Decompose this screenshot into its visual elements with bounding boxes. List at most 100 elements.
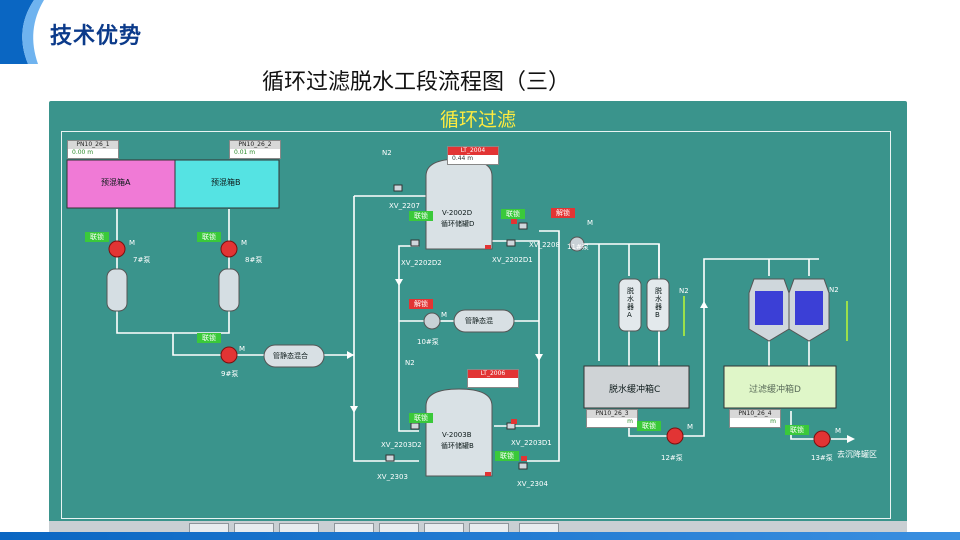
- pipe-header-left: [353, 196, 419, 462]
- valve-xv2202d1-label: XV_2202D1: [492, 256, 533, 264]
- vessel-v2002-level: [485, 245, 491, 249]
- mixer-1-label: 管静态混合: [273, 352, 308, 360]
- scada-screen: 循环过滤: [49, 101, 907, 529]
- valve-xv2203d1-label: XV_2203D1: [511, 439, 552, 447]
- v2002-name: 循环储罐D: [441, 220, 475, 228]
- interlock-tag-13[interactable]: 联锁: [785, 425, 809, 435]
- valve-xv2202d1: [506, 239, 516, 247]
- interlock-tag-8[interactable]: 联锁: [197, 232, 221, 242]
- meter-b: PN10_26_2 0.01 m: [229, 140, 281, 159]
- valve-xv2202d2-label: XV_2202D2: [401, 259, 442, 267]
- pipe-pump11-out: [569, 243, 660, 361]
- n2-label-1: N2: [382, 149, 392, 157]
- motor-13-label: M: [835, 427, 842, 435]
- candle-filter-2: [788, 278, 830, 342]
- motor-11-label: M: [587, 219, 594, 227]
- n2-label-4: N2: [829, 286, 839, 294]
- motor-10-label: M: [441, 311, 448, 319]
- fault-tag-10[interactable]: 解锁: [409, 299, 433, 309]
- pipe-v2002-v2003: [398, 245, 419, 432]
- valve-xv2208: [518, 222, 528, 230]
- interlock-tag-7[interactable]: 联锁: [85, 232, 109, 242]
- tank-b-label: 预混箱B: [211, 178, 241, 187]
- outlet-label: 去沉降罐区: [837, 450, 877, 459]
- interlock-tag-v2003[interactable]: 联锁: [409, 413, 433, 423]
- pump-12-icon: [666, 427, 684, 445]
- tank-c-label: 脱水缓冲箱C: [609, 385, 661, 395]
- pipe-to-pump11: [539, 230, 560, 246]
- tank-a-label: 预混箱A: [101, 178, 131, 187]
- valve-xv2303: [385, 454, 395, 462]
- meter-c: PN10_26_3 m: [586, 409, 638, 428]
- screen-frame: [61, 131, 891, 519]
- motor-8-label: M: [241, 239, 248, 247]
- pump-11-icon: [569, 236, 585, 252]
- pump-9-label: 9#泵: [221, 370, 239, 378]
- interlock-tag-v2002-right[interactable]: 联锁: [501, 209, 525, 219]
- fault-tag-11[interactable]: 解锁: [551, 208, 575, 218]
- title-accent-graphic: [0, 0, 44, 64]
- slide-title: 技术优势: [50, 24, 143, 49]
- tank-d-body: [723, 365, 837, 409]
- motor-12-label: M: [687, 423, 694, 431]
- pipe-to-pump9: [172, 333, 221, 356]
- interlock-tag-v2002[interactable]: 联锁: [409, 211, 433, 221]
- tank-d-label: 过滤缓冲箱D: [749, 385, 801, 395]
- dewater-filter-b: [646, 278, 670, 332]
- dewater-b-label: 脱水器B: [655, 287, 662, 319]
- pump-10-icon: [423, 312, 441, 330]
- pump-13-label: 13#泵: [811, 454, 833, 462]
- pumps: [108, 240, 831, 448]
- valve-xv2304-label: XV_2304: [517, 480, 548, 488]
- pipe-pump12-out: [683, 258, 819, 437]
- process-diagram: [66, 158, 855, 477]
- pipe-filters-merge: [116, 311, 230, 334]
- meter-a: PN10_26_1 0.00 m: [67, 140, 119, 159]
- interlock-tag-v2003-right[interactable]: 联锁: [495, 451, 519, 461]
- level-v2003: LT_2006: [467, 369, 519, 388]
- v2003-id: V-2003B: [442, 431, 472, 439]
- interlock-tag-9[interactable]: 联锁: [197, 333, 221, 343]
- valve-xv2203d2: [410, 422, 420, 430]
- dewater-filter-a: [618, 278, 642, 332]
- filter-a-icon: [106, 268, 128, 312]
- hmi-taskbar: [49, 521, 907, 533]
- meter-d: PN10_26_4 m: [729, 409, 781, 428]
- dewater-a-label: 脱水器A: [627, 287, 634, 319]
- valve-actuators: [511, 219, 527, 461]
- valve-xv2303-label: XV_2303: [377, 473, 408, 481]
- n2-label-3: N2: [679, 287, 689, 295]
- pump-10-label: 10#泵: [417, 338, 439, 346]
- valve-xv2208-label: XV_2208: [529, 241, 560, 249]
- pipelines: [116, 195, 849, 462]
- vessel-v2003: [425, 388, 493, 477]
- tank-a-body: [66, 159, 176, 209]
- valve-xv2207: [393, 184, 403, 192]
- pipe-right-loop: [489, 240, 540, 427]
- pump-7-icon: [108, 240, 126, 258]
- mixer-2-label: 管静态混: [465, 317, 493, 325]
- tank-b-body: [174, 159, 280, 209]
- pipe-v2003-return: [527, 246, 560, 462]
- v2002-id: V-2002D: [442, 209, 473, 217]
- motor-9-label: M: [239, 345, 246, 353]
- motor-7-label: M: [129, 239, 136, 247]
- valves: [385, 184, 528, 470]
- vessel-v2003-level: [485, 472, 491, 476]
- filter-b-icon: [218, 268, 240, 312]
- n2-label-2: N2: [405, 359, 415, 367]
- pipe-d-to-pump13: [790, 411, 814, 440]
- pump-7-label: 7#泵: [133, 256, 151, 264]
- vessel-v2002: [425, 158, 493, 250]
- interlock-tag-12[interactable]: 联锁: [637, 421, 661, 431]
- slide-subtitle: 循环过滤脱水工段流程图（三）: [262, 70, 571, 95]
- static-mixer-2: [453, 309, 515, 333]
- valve-xv2207-label: XV_2207: [389, 202, 420, 210]
- grey-pumps: [423, 236, 585, 330]
- tank-c-body: [583, 365, 690, 409]
- pump-8-label: 8#泵: [245, 256, 263, 264]
- v2003-name: 循环储罐B: [441, 442, 474, 450]
- candle-filter-1: [748, 278, 790, 342]
- valve-xv2202d2: [410, 239, 420, 247]
- pump-11-label: 11#泵: [567, 243, 589, 251]
